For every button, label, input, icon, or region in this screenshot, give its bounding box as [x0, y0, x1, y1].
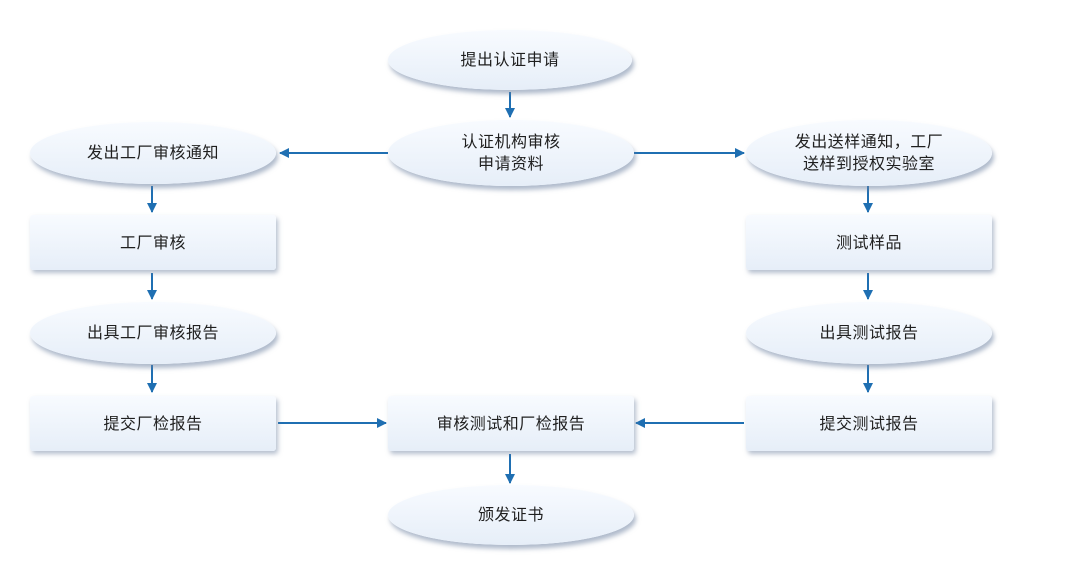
node-factory-audit: 工厂审核 [30, 215, 276, 270]
node-test-samples-label: 测试样品 [835, 232, 902, 252]
node-factory-audit-label: 工厂审核 [119, 232, 186, 252]
node-sample-notice: 发出送样通知，工厂 送样到授权实验室 [746, 120, 992, 186]
node-submit-factory-report-label: 提交厂检报告 [103, 413, 203, 433]
node-sample-notice-line2: 送样到授权实验室 [802, 154, 935, 173]
node-submit-application: 提出认证申请 [388, 30, 632, 90]
node-issue-certificate: 颁发证书 [388, 485, 634, 545]
node-issue-certificate-label: 颁发证书 [477, 505, 544, 524]
node-review-materials-line2: 申请资料 [477, 154, 544, 173]
node-factory-audit-report: 出具工厂审核报告 [30, 302, 276, 364]
node-review-materials-line1: 认证机构审核 [461, 132, 561, 151]
node-review-reports-label: 审核测试和厂检报告 [436, 413, 586, 433]
node-test-samples: 测试样品 [746, 215, 992, 270]
node-test-report: 出具测试报告 [746, 302, 992, 364]
node-factory-audit-report-label: 出具工厂审核报告 [86, 323, 219, 342]
node-test-report-label: 出具测试报告 [819, 323, 919, 342]
node-factory-audit-notice: 发出工厂审核通知 [30, 122, 276, 184]
node-submit-factory-report: 提交厂检报告 [30, 396, 276, 451]
node-factory-audit-notice-label: 发出工厂审核通知 [86, 143, 219, 162]
node-review-materials: 认证机构审核 申请资料 [388, 120, 634, 186]
node-review-reports: 审核测试和厂检报告 [388, 396, 634, 451]
node-submit-test-report: 提交测试报告 [746, 396, 992, 451]
node-submit-application-label: 提出认证申请 [460, 50, 560, 69]
node-sample-notice-line1: 发出送样通知，工厂 [794, 132, 944, 151]
node-submit-test-report-label: 提交测试报告 [819, 413, 919, 433]
